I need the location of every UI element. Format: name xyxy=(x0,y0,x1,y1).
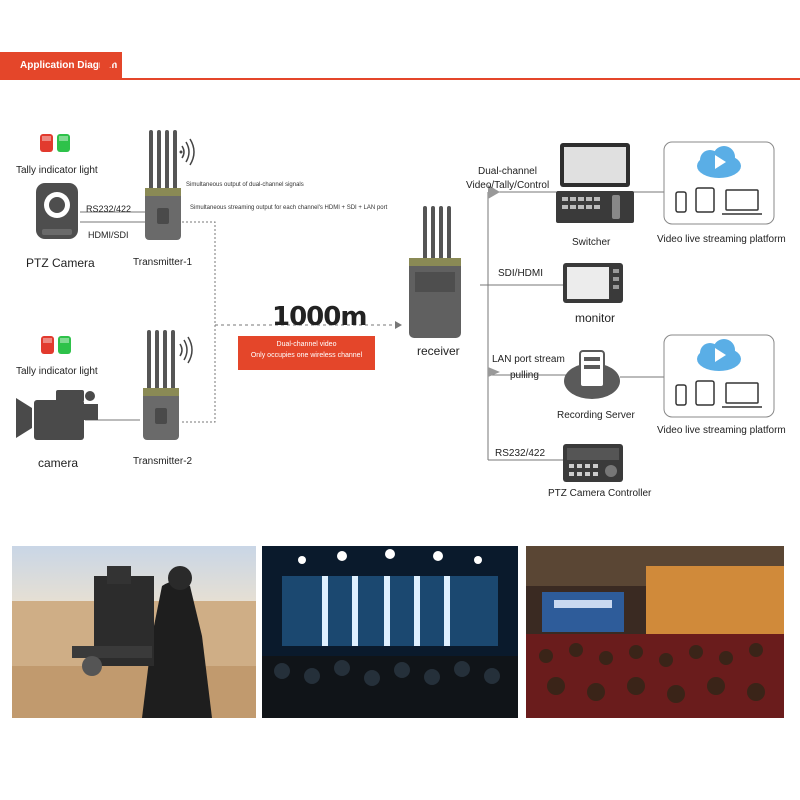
title-underline xyxy=(120,78,800,80)
streaming-output-note: Simultaneous streaming output for each c… xyxy=(190,205,388,211)
tally-label-2: Tally indicator light xyxy=(16,366,98,377)
distance-label: 1000m xyxy=(272,302,367,332)
recording-server-icon xyxy=(564,350,620,399)
transmitter-2-label: Transmitter-2 xyxy=(133,456,193,467)
dual-channel-label: Dual-channel xyxy=(478,166,537,177)
diagram-canvas xyxy=(16,130,775,482)
video-tally-control-label: Video/Tally/Control xyxy=(466,180,550,191)
auditorium-conference-photo xyxy=(526,546,784,718)
red-box-line-2: Only occupies one wireless channel xyxy=(250,352,363,359)
tally-light-icon xyxy=(40,134,70,152)
concert-stage-photo xyxy=(262,546,518,718)
receiver-icon xyxy=(409,206,461,338)
title-tab-corner xyxy=(100,52,122,80)
transmitter-icon xyxy=(145,130,181,240)
recording-server-label: Recording Server xyxy=(557,410,635,421)
rs232-label-left: RS232/422 xyxy=(86,204,132,214)
bus-arrow-1 xyxy=(488,185,500,199)
rs232-label-right: RS232/422 xyxy=(495,448,546,459)
transmitter-1-label: Transmitter-1 xyxy=(133,257,193,268)
arrow-head xyxy=(395,321,402,329)
camcorder-icon xyxy=(16,390,98,440)
dual-channel-red-box: Dual-channel video Only occupies one wir… xyxy=(238,336,375,370)
tally-label-1: Tally indicator light xyxy=(16,165,98,176)
ptz-camera-label: PTZ Camera xyxy=(26,256,95,270)
platform-label-2: Video live streaming platform xyxy=(657,425,786,436)
switcher-label: Switcher xyxy=(572,237,611,248)
hdmi-sdi-label: HDMI/SDI xyxy=(88,230,129,240)
transmitter-dotted-bus xyxy=(182,221,216,423)
devices-icon xyxy=(675,187,762,215)
streaming-platform-box-1 xyxy=(663,141,775,225)
sdi-hdmi-label: SDI/HDMI xyxy=(498,268,543,279)
devices-icon xyxy=(675,380,762,408)
transmitter-icon xyxy=(143,330,179,440)
desert-camera-operator-photo xyxy=(12,546,256,718)
lan-stream-label-1: LAN port stream xyxy=(492,354,565,365)
wireless-signal-icon xyxy=(181,138,195,166)
red-box-line-1: Dual-channel video xyxy=(276,341,337,348)
receiver-label: receiver xyxy=(417,344,460,358)
dual-output-note: Simultaneous output of dual-channel sign… xyxy=(186,182,304,188)
bus-arrow-2 xyxy=(488,367,500,377)
wireless-signal-icon xyxy=(179,336,193,364)
cloud-play-icon xyxy=(697,339,741,371)
lan-stream-label-2: pulling xyxy=(510,370,539,381)
cloud-play-icon xyxy=(697,146,741,178)
monitor-icon xyxy=(563,263,623,303)
switcher-icon xyxy=(556,143,634,223)
ptz-controller-label: PTZ Camera Controller xyxy=(548,488,652,499)
connection-lines xyxy=(80,191,665,461)
camera-label: camera xyxy=(38,456,79,470)
platform-label-1: Video live streaming platform xyxy=(657,234,786,245)
ptz-controller-icon xyxy=(563,444,623,482)
section-title: Application Diagram xyxy=(20,60,118,71)
monitor-label: monitor xyxy=(575,311,616,325)
ptz-camera-icon xyxy=(36,183,78,239)
streaming-platform-box-2 xyxy=(663,334,775,418)
tally-light-icon xyxy=(41,336,71,354)
